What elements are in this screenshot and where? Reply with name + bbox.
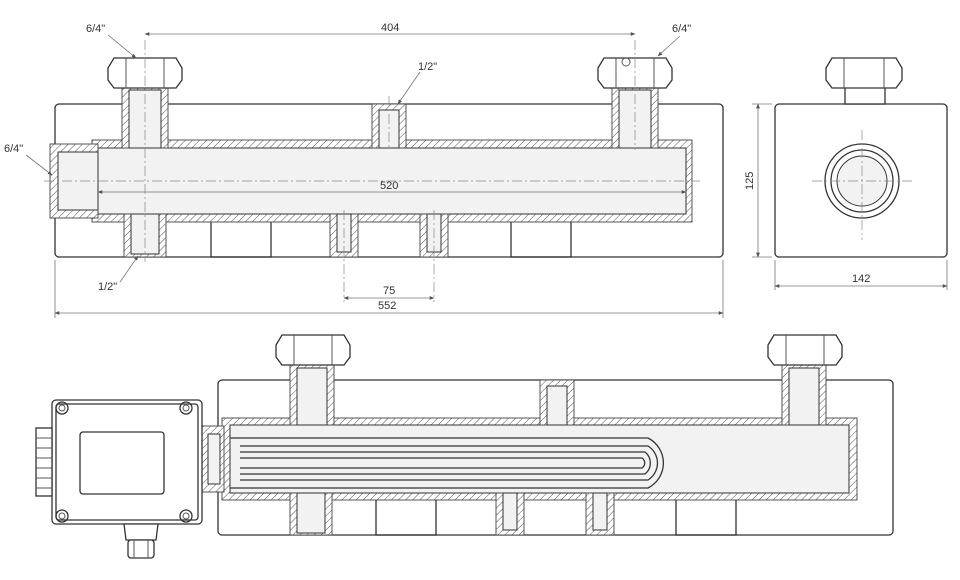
thread-label-top-middle: 1/2" — [418, 61, 437, 73]
heater-bottom-sensor-left — [495, 492, 525, 536]
front-view: 404 520 75 552 6/4" 6/4" 1/2" 6/4" 1/2" — [4, 22, 724, 318]
thread-label-bottom-left: 1/2" — [98, 281, 117, 293]
bottom-boss-right — [510, 216, 572, 258]
heater-view — [35, 334, 894, 559]
dim-520-label: 520 — [380, 180, 398, 192]
heater-bottom-sensor-right — [585, 492, 615, 536]
dim-125-label: 125 — [744, 172, 756, 190]
thread-label-side-left: 6/4" — [4, 143, 23, 155]
junction-box-window — [79, 431, 165, 495]
dim-552-label: 552 — [378, 300, 396, 312]
dim-75-label: 75 — [383, 285, 395, 297]
heater-top-pipe-right — [767, 334, 843, 426]
thread-label-top-right: 6/4" — [672, 23, 691, 35]
heater-top-pipe-left — [275, 334, 351, 426]
heating-element — [230, 437, 664, 489]
bottom-boss-left — [210, 216, 272, 258]
dim-142-label: 142 — [852, 273, 870, 285]
thread-label-top-left: 6/4" — [86, 23, 105, 35]
junction-box — [35, 399, 203, 559]
heater-top-pipe-middle — [539, 379, 575, 426]
side-view: 125 142 — [744, 57, 948, 290]
dim-404-label: 404 — [381, 22, 399, 34]
heater-bottom-pipe-left — [289, 492, 333, 536]
